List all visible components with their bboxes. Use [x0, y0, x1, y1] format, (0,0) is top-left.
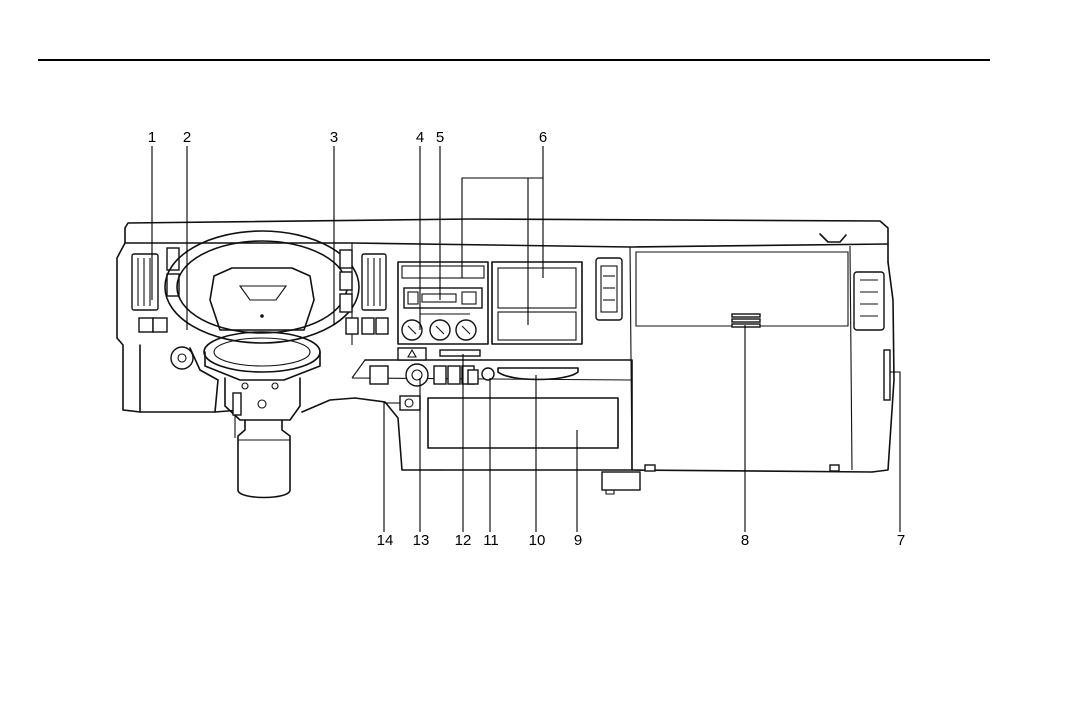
- callout-12: 12: [455, 532, 472, 549]
- callout-2: 2: [183, 129, 191, 146]
- callout-7: 7: [897, 532, 905, 549]
- leader-7: [890, 372, 900, 532]
- callout-11: 11: [483, 532, 499, 549]
- callout-8: 8: [741, 532, 749, 549]
- callout-10: 10: [529, 532, 546, 549]
- callout-14: 14: [377, 532, 394, 549]
- callout-13: 13: [413, 532, 430, 549]
- leader-lines: [152, 146, 900, 532]
- leader-6a: [462, 146, 543, 278]
- callout-1: 1: [148, 129, 156, 146]
- callout-5: 5: [436, 129, 444, 146]
- steering-column: [225, 378, 300, 498]
- right-vent: [854, 272, 890, 400]
- callout-9: 9: [574, 532, 582, 549]
- callout-3: 3: [330, 129, 338, 146]
- cluster-right-switches: [340, 250, 388, 384]
- glovebox: [636, 252, 848, 327]
- storage-compartments: [492, 262, 582, 344]
- lower-console: [398, 348, 618, 448]
- dashboard-outline: [117, 219, 894, 494]
- callout-4: 4: [416, 129, 424, 146]
- callout-6: 6: [539, 129, 547, 146]
- left-vent-panel: [132, 248, 193, 369]
- radio-climate-panel: [398, 262, 488, 344]
- callout-labels: 1 2 3 4 5 6 7 8 9 10 11 12 13 14: [148, 129, 905, 549]
- center-vent: [596, 258, 622, 320]
